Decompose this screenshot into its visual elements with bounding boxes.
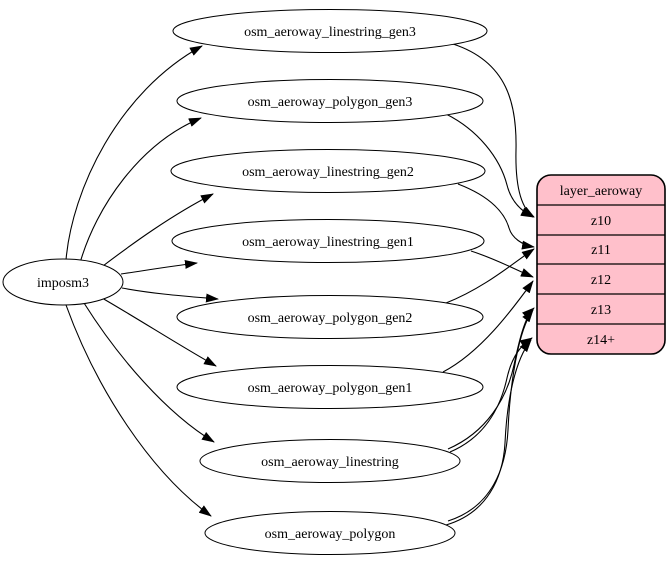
- node-osm-aeroway-linestring-label: osm_aeroway_linestring: [261, 455, 399, 470]
- edge-osm-aeroway-polygon-gen2-z11: [445, 248, 535, 304]
- node-osm-aeroway-polygon-gen3-shape: [176, 79, 484, 123]
- node-osm-aeroway-polygon-label: osm_aeroway_polygon: [265, 527, 396, 542]
- node-osm-aeroway-linestring-gen3-shape: [172, 9, 488, 53]
- edge-imposm3-osm-aeroway-linestring: [83, 302, 215, 443]
- node-osm-aeroway-linestring-gen2: osm_aeroway_linestring_gen2: [170, 149, 486, 193]
- edge-osm-aeroway-polygon-z13: [447, 309, 534, 522]
- edge-imposm3-osm-aeroway-linestring-gen1: [120, 259, 198, 275]
- edge-imposm3-osm-aeroway-linestring-gen3: [65, 45, 203, 261]
- node-layer-aeroway: layer_aeroway z10 z11 z12 z13 z14+: [536, 174, 666, 355]
- node-osm-aeroway-linestring: osm_aeroway_linestring: [199, 439, 461, 483]
- node-imposm3-label: imposm3: [37, 276, 89, 291]
- layer-row-z11: z11: [591, 243, 611, 258]
- node-osm-aeroway-polygon-gen3: osm_aeroway_polygon_gen3: [176, 79, 484, 123]
- edge-imposm3-osm-aeroway-polygon: [65, 304, 212, 517]
- layer-aeroway-title: layer_aeroway: [560, 184, 642, 199]
- node-osm-aeroway-polygon-gen2-label: osm_aeroway_polygon_gen2: [248, 311, 413, 326]
- edge-osm-aeroway-polygon-z14: [445, 339, 532, 526]
- node-osm-aeroway-polygon-gen1-label: osm_aeroway_polygon_gen1: [248, 381, 413, 396]
- edge-osm-aeroway-linestring-gen2-z11: [457, 183, 535, 250]
- node-osm-aeroway-linestring-gen2-shape: [170, 149, 486, 193]
- layer-row-z14plus: z14+: [587, 333, 615, 348]
- edge-osm-aeroway-linestring-gen3-z10: [452, 43, 535, 218]
- node-osm-aeroway-polygon: osm_aeroway_polygon: [204, 511, 456, 555]
- node-osm-aeroway-polygon-gen3-label: osm_aeroway_polygon_gen3: [248, 95, 413, 110]
- edge-imposm3-osm-aeroway-polygon-gen1: [101, 297, 217, 367]
- layer-row-z10: z10: [591, 214, 611, 229]
- edge-imposm3-osm-aeroway-polygon-gen2: [121, 287, 219, 303]
- node-osm-aeroway-linestring-gen1-label: osm_aeroway_linestring_gen1: [242, 235, 414, 250]
- node-osm-aeroway-linestring-gen3-label: osm_aeroway_linestring_gen3: [244, 25, 416, 40]
- edge-imposm3-osm-aeroway-polygon-gen3: [79, 117, 202, 264]
- edge-imposm3-osm-aeroway-linestring-gen2: [98, 193, 214, 270]
- node-osm-aeroway-linestring-shape: [199, 439, 461, 483]
- edges-from-source: [65, 45, 219, 517]
- edge-osm-aeroway-linestring-gen1-z12: [470, 250, 534, 278]
- layer-row-z13: z13: [591, 303, 611, 318]
- node-osm-aeroway-polygon-gen2: osm_aeroway_polygon_gen2: [176, 295, 484, 339]
- edges-to-layer: [442, 43, 535, 526]
- node-imposm3-shape: [2, 258, 124, 306]
- node-osm-aeroway-polygon-gen1-shape: [176, 365, 484, 409]
- node-osm-aeroway-linestring-gen2-label: osm_aeroway_linestring_gen2: [242, 165, 414, 180]
- node-osm-aeroway-polygon-gen2-shape: [176, 295, 484, 339]
- edge-osm-aeroway-polygon-gen1-z12: [442, 280, 534, 373]
- layer-row-z12: z12: [591, 273, 611, 288]
- node-imposm3: imposm3: [2, 258, 124, 306]
- node-osm-aeroway-linestring-gen1-shape: [171, 219, 485, 263]
- edge-osm-aeroway-polygon-gen3-z10: [445, 113, 534, 218]
- node-osm-aeroway-polygon-gen1: osm_aeroway_polygon_gen1: [176, 365, 484, 409]
- node-osm-aeroway-linestring-gen1: osm_aeroway_linestring_gen1: [171, 219, 485, 263]
- node-osm-aeroway-linestring-gen3: osm_aeroway_linestring_gen3: [172, 9, 488, 53]
- node-osm-aeroway-polygon-shape: [204, 511, 456, 555]
